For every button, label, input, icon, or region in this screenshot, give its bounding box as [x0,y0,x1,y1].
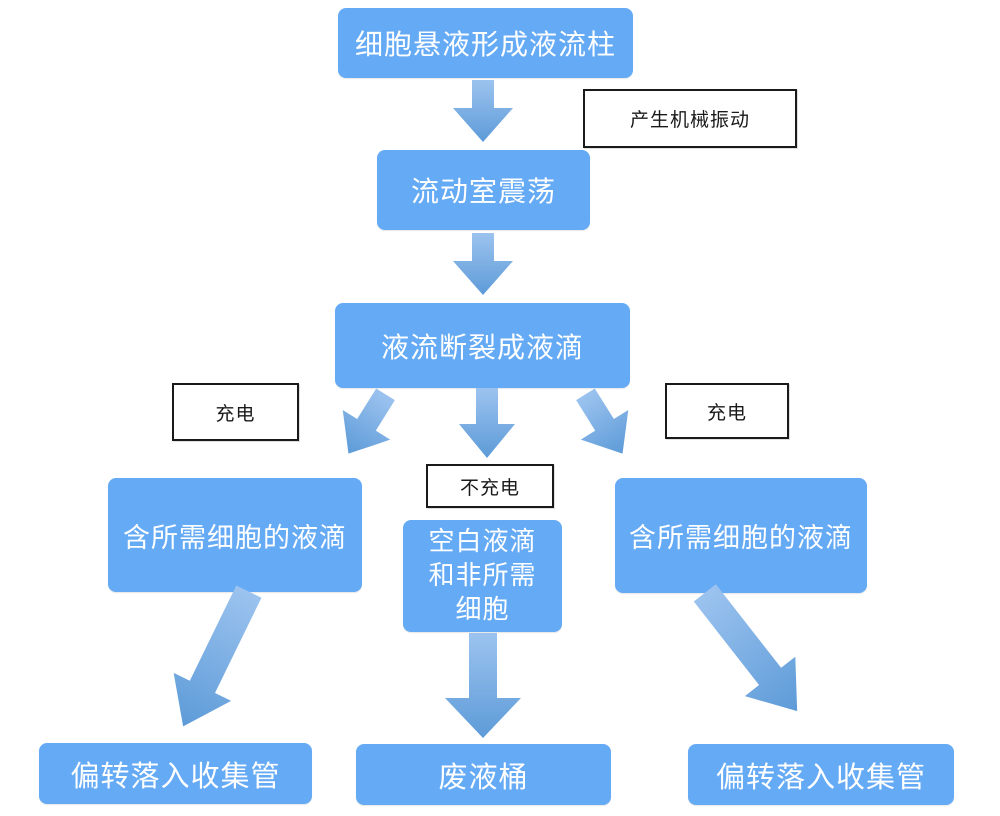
label-no-charge: 不充电 [426,464,554,508]
node-flow-chamber: 流动室震荡 [377,150,590,230]
arrow-n1-to-n2-icon [453,80,513,142]
arrow-n4-to-n7-icon [173,585,262,727]
arrow-n3-to-n5-icon [459,388,515,458]
node-waste-bucket: 废液桶 [356,744,611,805]
arrow-n3-to-n6-icon [576,388,629,454]
arrow-n5-to-n8-icon [445,633,521,738]
node-stream-breaks-into-droplets: 液流断裂成液滴 [335,303,630,388]
node-cell-suspension: 细胞悬液形成液流柱 [338,8,633,78]
node-collection-tube-right: 偏转落入收集管 [688,744,954,805]
node-desired-cell-droplets-left: 含所需细胞的液滴 [108,478,362,592]
arrow-n6-to-n9-icon [693,584,798,712]
arrow-n2-to-n3-icon [453,233,513,295]
label-charge-left: 充电 [172,383,299,441]
label-mechanical-vibration: 产生机械振动 [583,89,797,148]
node-blank-droplets: 空白液滴 和非所需 细胞 [403,520,562,632]
arrow-n3-to-n4-icon [342,388,395,454]
node-collection-tube-left: 偏转落入收集管 [39,743,312,804]
node-desired-cell-droplets-right: 含所需细胞的液滴 [615,478,867,593]
label-charge-right: 充电 [665,383,789,439]
